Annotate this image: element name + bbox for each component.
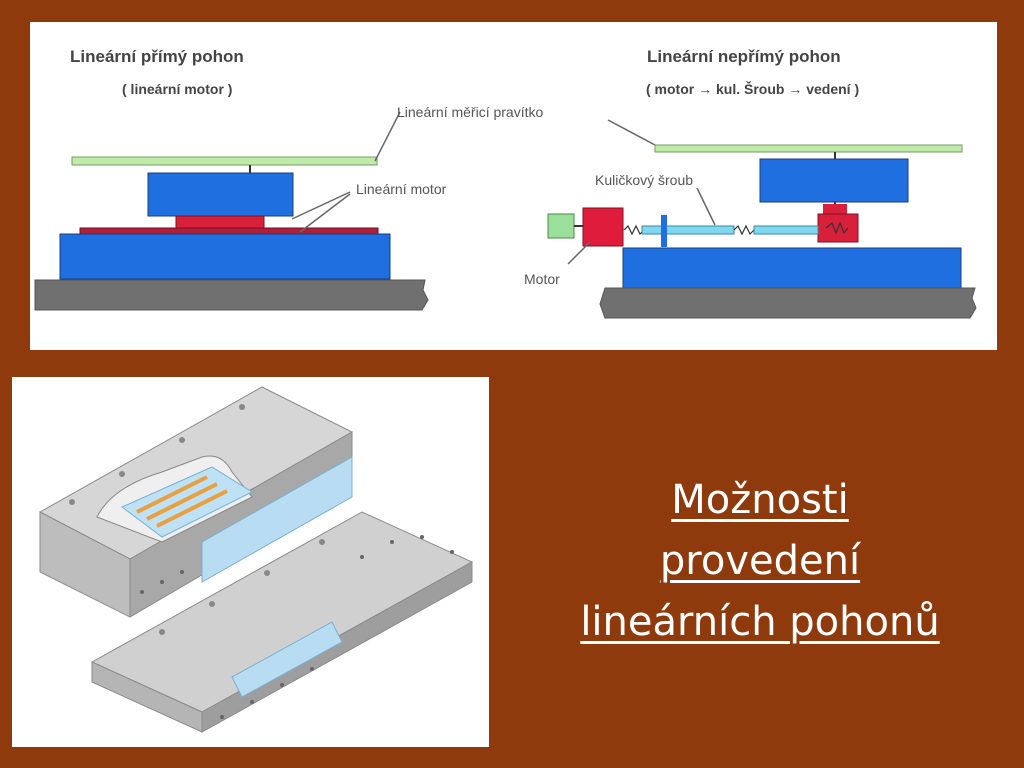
ball-screw-shaft-1 [641,225,735,235]
upper-blue-strip [201,456,353,583]
left-title: Lineární přímý pohon [70,47,244,66]
title-line-1: Možnosti [671,477,849,523]
right-ground [599,287,977,319]
screw-spring-icon [733,224,755,236]
motor-block [582,207,624,247]
nut-spring-icon [825,221,849,235]
left-motor-coil [175,215,265,229]
linear-motor-label: Lineární motor [356,181,447,197]
right-base [622,247,962,289]
lower-blue-strip [231,621,343,698]
linear-motor-illustration [12,377,489,747]
left-subtitle: ( lineární motor ) [122,81,232,97]
ruler-pointer-right [607,119,656,146]
title-line-3: lineárních pohonů [580,599,940,645]
left-base [59,233,391,280]
right-carriage [759,158,909,203]
right-subtitle: ( motor → kul. Šroub → vedení ) [646,80,859,97]
left-carriage [147,172,294,217]
coil-glass [121,466,254,538]
lower-track-side [201,561,473,733]
ball-screw-label: Kuličkový šroub [595,172,693,188]
encoder-box [547,213,575,239]
ruler-label: Lineární měřicí pravítko [397,104,543,120]
copper-windings [136,475,228,528]
linear-motor-render [38,386,474,733]
left-measuring-ruler [71,156,378,166]
motor-pointer [567,241,591,265]
coupling-spring-icon [623,224,645,236]
right-measuring-ruler [654,144,963,153]
mounting-holes [69,404,325,635]
nut-top [823,204,847,214]
ball-screw-shaft-2 [753,225,819,235]
drive-diagram-svg: Lineární přímý pohon ( lineární motor ) … [34,47,977,319]
bearing-rollers [140,535,454,719]
ruler-pointer-left [374,111,401,162]
left-magnet-strip [79,227,379,235]
slide-title: Možnosti provedení lineárních pohonů [505,470,1015,653]
motor-label: Motor [524,271,560,287]
left-ground [34,279,429,311]
title-line-2: provedení [659,538,861,584]
screw-bearing [661,215,667,247]
screw-pointer [696,187,716,226]
motor-pointer-2 [299,193,351,233]
right-title: Lineární nepřímý pohon [647,47,841,66]
drive-comparison-diagram: Lineární přímý pohon ( lineární motor ) … [30,22,997,350]
motor-pointer-1 [291,191,351,220]
